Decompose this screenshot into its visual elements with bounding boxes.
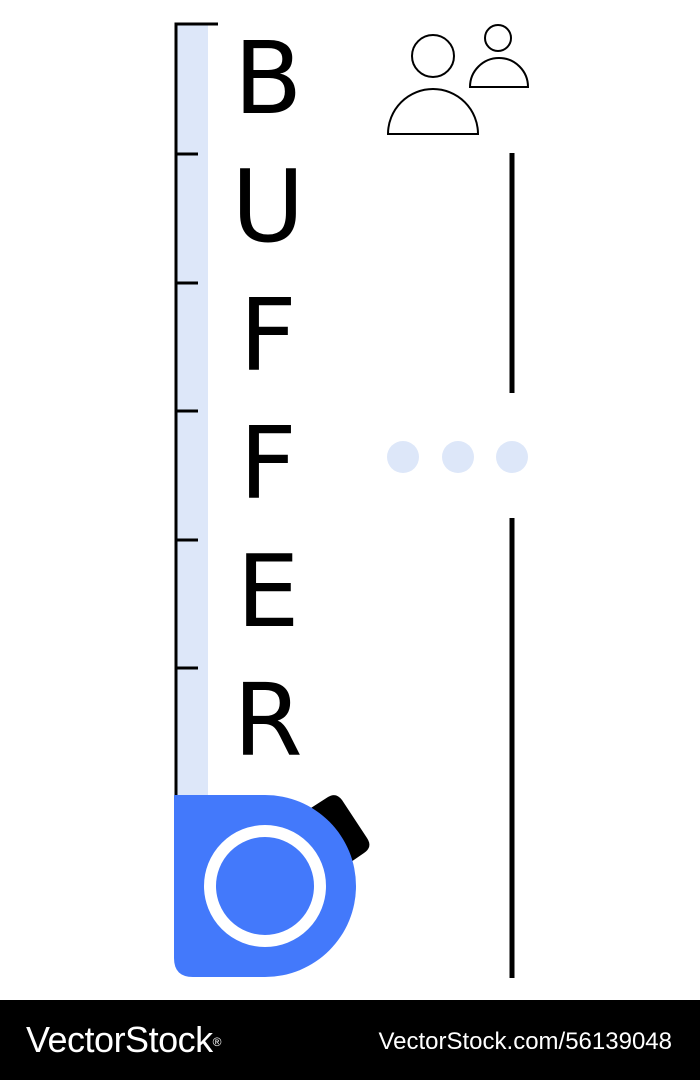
tape-case-ring	[204, 825, 326, 947]
user-large-head	[411, 34, 455, 78]
watermark-footer: VectorStock® VectorStock.com/56139048	[0, 1000, 700, 1080]
letter-e: E	[236, 533, 300, 650]
user-small-head	[484, 24, 512, 52]
users-icon	[386, 24, 530, 135]
ellipsis-dot	[496, 441, 528, 473]
footer-brand-name: VectorStock	[26, 1019, 213, 1060]
ellipsis-icon	[387, 441, 528, 473]
letter-f-second: F	[239, 405, 297, 522]
letter-r: R	[233, 662, 303, 779]
letter-u: U	[231, 148, 305, 265]
user-large-body	[386, 88, 480, 135]
footer-brand: VectorStock®	[26, 1020, 221, 1060]
letter-f: F	[239, 277, 297, 394]
tape-blade	[176, 24, 208, 814]
ellipsis-dot	[442, 441, 474, 473]
ellipsis-dot	[387, 441, 419, 473]
tape-ticks	[176, 152, 198, 670]
tape-measure-icon	[174, 795, 370, 977]
tape-case	[174, 795, 356, 977]
footer-registered-mark: ®	[212, 1035, 222, 1049]
buffer-illustration	[174, 22, 530, 978]
footer-image-id: VectorStock.com/56139048	[378, 1028, 672, 1055]
letter-b: B	[233, 20, 303, 137]
user-small-body	[468, 57, 530, 88]
